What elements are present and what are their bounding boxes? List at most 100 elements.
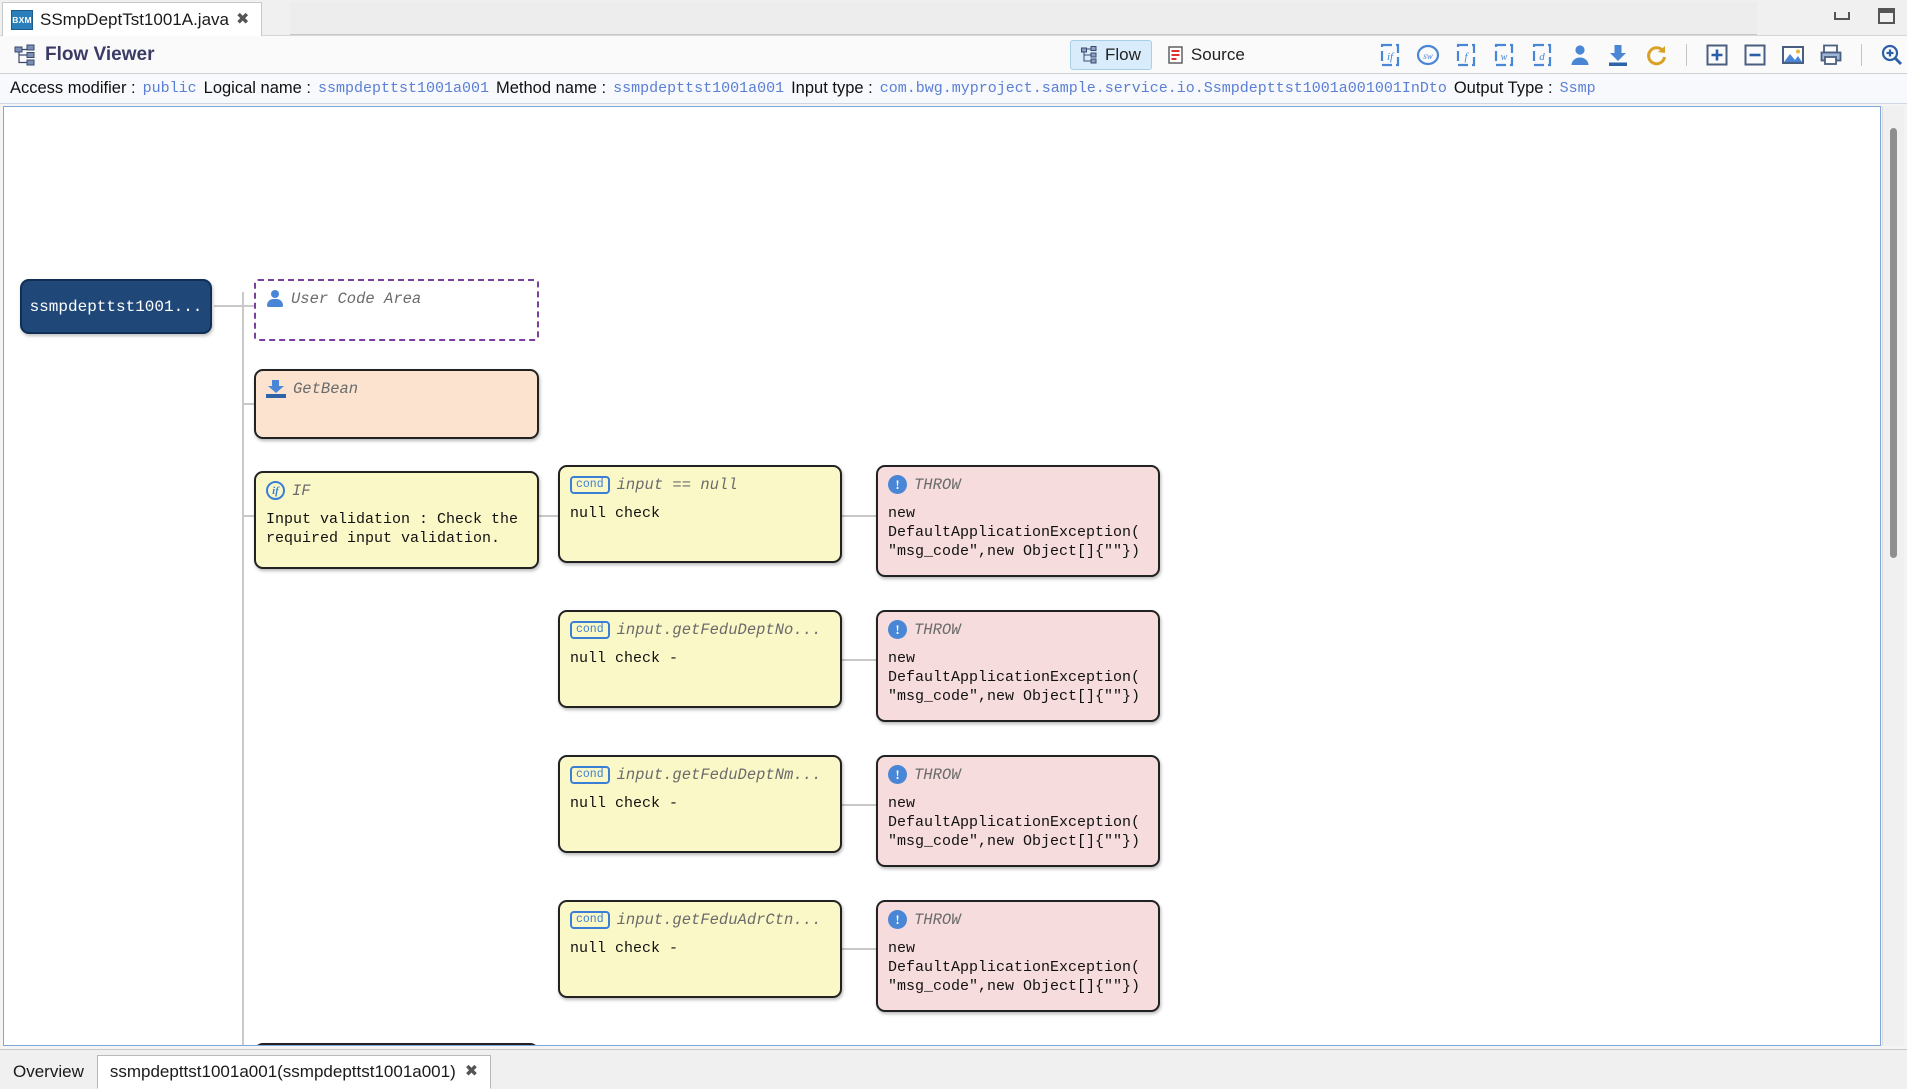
node-header: ! THROW (888, 764, 1148, 785)
expand-all-icon[interactable] (1702, 40, 1732, 70)
node-body: new DefaultApplicationException( "msg_co… (888, 505, 1141, 560)
window-controls (1831, 6, 1897, 26)
node-get-bean[interactable]: GetBean (254, 369, 539, 439)
flow-canvas-frame[interactable]: ssmpdepttst1001... User Code Area GetBea… (3, 106, 1881, 1046)
node-title: input.getFeduDeptNo... (616, 620, 822, 639)
maximize-window-button[interactable] (1875, 6, 1897, 26)
if-icon: if (266, 481, 285, 500)
node-title: input.getFeduAdrCtn... (616, 910, 822, 929)
connector (532, 515, 558, 517)
node-throw-1[interactable]: ! THROW new DefaultApplicationException(… (876, 465, 1160, 577)
method-name-label: Method name : (496, 79, 607, 97)
node-throw-2[interactable]: ! THROW new DefaultApplicationException(… (876, 610, 1160, 722)
node-cond-feduadrctn[interactable]: cond input.getFeduAdrCtn... null check - (558, 900, 842, 998)
print-icon[interactable] (1816, 40, 1846, 70)
warning-icon: ! (888, 620, 907, 639)
input-type-label: Input type : (791, 79, 873, 97)
node-throw-3[interactable]: ! THROW new DefaultApplicationException(… (876, 755, 1160, 867)
node-title: THROW (914, 620, 961, 639)
insert-for-icon[interactable]: f (1451, 40, 1481, 70)
flow-tree-icon (1081, 46, 1097, 64)
cond-tag: cond (570, 910, 610, 929)
node-body: null check - (570, 795, 679, 812)
user-code-area-icon[interactable] (1565, 40, 1595, 70)
node-body: null check - (570, 940, 679, 957)
node-user-code-area[interactable]: User Code Area (254, 279, 539, 341)
get-bean-icon[interactable] (1603, 40, 1633, 70)
svg-text:sw: sw (1423, 51, 1433, 61)
insert-if-icon[interactable]: if (1375, 40, 1405, 70)
svg-text:f: f (1464, 51, 1469, 63)
flow-tree-icon (14, 44, 35, 65)
node-title: GetBean (293, 379, 359, 398)
minimize-icon (1834, 12, 1850, 20)
bottom-tab-method[interactable]: ssmpdepttst1001a001(ssmpdepttst1001a001)… (96, 1055, 492, 1089)
node-throw-4[interactable]: ! THROW new DefaultApplicationException(… (876, 900, 1160, 1012)
node-title: input == null (616, 475, 738, 494)
connector (242, 292, 244, 1045)
close-icon[interactable]: ✖ (464, 1063, 479, 1080)
refresh-icon[interactable] (1641, 40, 1671, 70)
input-type-value: com.bwg.myproject.sample.service.io.Ssmp… (879, 80, 1447, 97)
node-cond-input-null[interactable]: cond input == null null check (558, 465, 842, 563)
insert-while-icon[interactable]: w (1489, 40, 1519, 70)
node-header: User Code Area (266, 288, 527, 309)
flow-canvas[interactable]: ssmpdepttst1001... User Code Area GetBea… (4, 107, 1880, 1045)
collapse-all-icon[interactable] (1740, 40, 1770, 70)
output-type-label: Output Type : (1453, 79, 1553, 97)
toolbar: Flow Viewer Flow (0, 36, 1907, 74)
node-cond-fedudeptno[interactable]: cond input.getFeduDeptNo... null check - (558, 610, 842, 708)
node-header: cond input.getFeduDeptNo... (570, 619, 830, 640)
flow-viewer-title: Flow Viewer (0, 44, 154, 66)
connector (842, 804, 876, 806)
close-icon[interactable]: ✖ (236, 10, 250, 28)
logical-name-label: Logical name : (203, 79, 311, 97)
bxm-file-icon: BXM (11, 9, 33, 30)
tab-source-label: Source (1190, 45, 1245, 64)
node-body: new DefaultApplicationException( "msg_co… (888, 650, 1141, 705)
tab-flow-label: Flow (1105, 45, 1141, 64)
node-cond-fedudeptnm[interactable]: cond input.getFeduDeptNm... null check - (558, 755, 842, 853)
node-title: THROW (914, 765, 961, 784)
connector (842, 659, 876, 661)
export-image-icon[interactable] (1778, 40, 1808, 70)
person-icon (266, 289, 284, 308)
vertical-scrollbar[interactable] (1882, 106, 1904, 1046)
vertical-scrollbar-thumb[interactable] (1890, 128, 1897, 558)
tab-source[interactable]: Source (1156, 40, 1256, 70)
download-icon (266, 379, 286, 398)
logical-name-value: ssmpdepttst1001a001 (317, 80, 489, 97)
tab-flow[interactable]: Flow (1070, 40, 1152, 70)
node-body: null check (570, 505, 661, 522)
editor-tab-ssmpdepttst[interactable]: BXM SSmpDeptTst1001A.java ✖ (2, 2, 263, 36)
node-body: new DefaultApplicationException( "msg_co… (888, 940, 1141, 995)
connector (242, 515, 256, 517)
title-bar: BXM SSmpDeptTst1001A.java ✖ (0, 0, 1907, 36)
bottom-tab-overview[interactable]: Overview (0, 1055, 97, 1089)
toolbar-icon-group: if sw f w d (1375, 40, 1907, 70)
flow-viewer-label: Flow Viewer (45, 43, 155, 65)
node-title: THROW (914, 475, 961, 494)
node-title: User Code Area (291, 289, 422, 308)
access-modifier-value: public (142, 80, 197, 97)
warning-icon: ! (888, 475, 907, 494)
zoom-in-icon[interactable] (1877, 40, 1907, 70)
start-node-label: ssmpdepttst1001... (29, 297, 203, 316)
warning-icon: ! (888, 910, 907, 929)
node-if[interactable]: if IF Input validation : Check the requi… (254, 471, 539, 569)
insert-switch-icon[interactable]: sw (1413, 40, 1443, 70)
toolbar-separator (1861, 44, 1862, 66)
node-header: cond input.getFeduAdrCtn... (570, 909, 830, 930)
minimize-window-button[interactable] (1831, 6, 1853, 26)
insert-do-while-icon[interactable]: d (1527, 40, 1557, 70)
node-variable-output[interactable]: (x) VARIABLE Ssmpdepttst1001a0010010utDt… (254, 1043, 539, 1045)
node-header: ! THROW (888, 474, 1148, 495)
access-modifier-label: Access modifier : (10, 79, 136, 97)
cond-tag: cond (570, 765, 610, 784)
start-node[interactable]: ssmpdepttst1001... (20, 279, 212, 334)
connector (842, 515, 876, 517)
output-type-value: Ssmp (1559, 80, 1596, 97)
cond-tag: cond (570, 620, 610, 639)
node-header: ! THROW (888, 909, 1148, 930)
